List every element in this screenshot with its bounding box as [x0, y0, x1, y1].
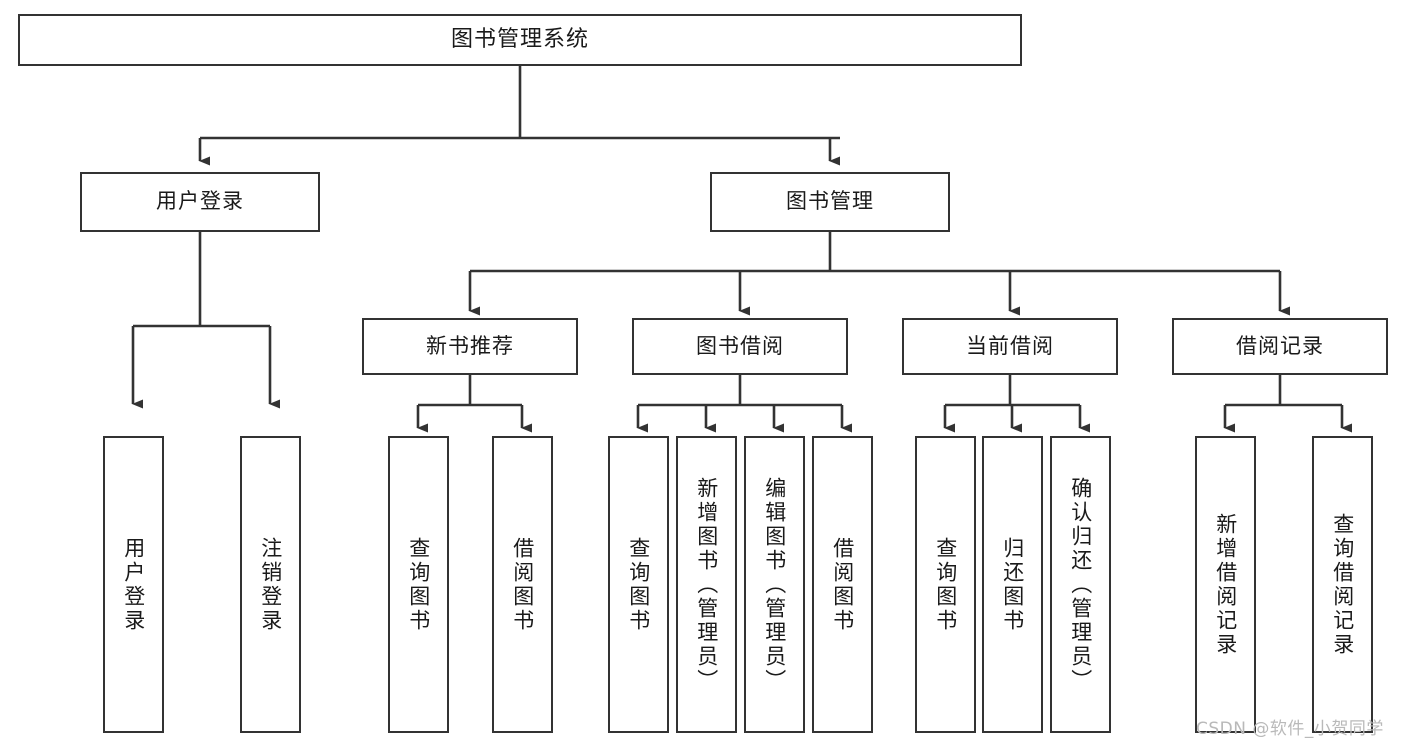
node-label: 借阅记录: [1236, 333, 1324, 358]
csdn-watermark: CSDN @软件_小贺同学: [1196, 719, 1384, 739]
node-leaf-query-book-1[interactable]: 查询图书: [388, 436, 449, 733]
node-leaf-borrow-book-1[interactable]: 借阅图书: [492, 436, 553, 733]
node-leaf-logout-login[interactable]: 注销登录: [240, 436, 301, 733]
node-leaf-query-book-2[interactable]: 查询图书: [608, 436, 669, 733]
node-label: 新增图书（管理员）: [694, 476, 719, 693]
node-label: 注销登录: [258, 536, 283, 633]
node-label: 编辑图书（管理员）: [762, 476, 787, 693]
node-leaf-query-book-3[interactable]: 查询图书: [915, 436, 976, 733]
node-label: 归还图书: [1000, 536, 1025, 633]
node-label: 新书推荐: [426, 333, 514, 358]
node-leaf-add-book[interactable]: 新增图书（管理员）: [676, 436, 737, 733]
node-label: 用户登录: [156, 189, 244, 214]
node-label: 查询图书: [933, 536, 958, 633]
node-leaf-return-book[interactable]: 归还图书: [982, 436, 1043, 733]
node-borrow-record[interactable]: 借阅记录: [1172, 318, 1388, 375]
node-label: 图书借阅: [696, 333, 784, 358]
node-book-management[interactable]: 图书管理: [710, 172, 950, 232]
node-label: 确认归还（管理员）: [1068, 476, 1093, 693]
node-current-borrow[interactable]: 当前借阅: [902, 318, 1118, 375]
node-leaf-user-login[interactable]: 用户登录: [103, 436, 164, 733]
node-label: 新增借阅记录: [1213, 512, 1238, 657]
node-leaf-edit-book[interactable]: 编辑图书（管理员）: [744, 436, 805, 733]
node-label: 借阅图书: [830, 536, 855, 633]
node-label: 用户登录: [121, 536, 146, 633]
node-user-login[interactable]: 用户登录: [80, 172, 320, 232]
node-leaf-borrow-book-2[interactable]: 借阅图书: [812, 436, 873, 733]
node-book-borrow[interactable]: 图书借阅: [632, 318, 848, 375]
node-label: 查询图书: [406, 536, 431, 633]
node-root-system[interactable]: 图书管理系统: [18, 14, 1022, 66]
node-label: 查询图书: [626, 536, 651, 633]
node-leaf-query-record[interactable]: 查询借阅记录: [1312, 436, 1373, 733]
node-label: 图书管理系统: [450, 26, 589, 52]
node-label: 图书管理: [786, 189, 874, 214]
node-leaf-add-record[interactable]: 新增借阅记录: [1195, 436, 1256, 733]
node-label: 借阅图书: [510, 536, 535, 633]
node-leaf-confirm-return[interactable]: 确认归还（管理员）: [1050, 436, 1111, 733]
node-label: 当前借阅: [966, 333, 1054, 358]
node-label: 查询借阅记录: [1330, 512, 1355, 657]
node-new-book-recommend[interactable]: 新书推荐: [362, 318, 578, 375]
